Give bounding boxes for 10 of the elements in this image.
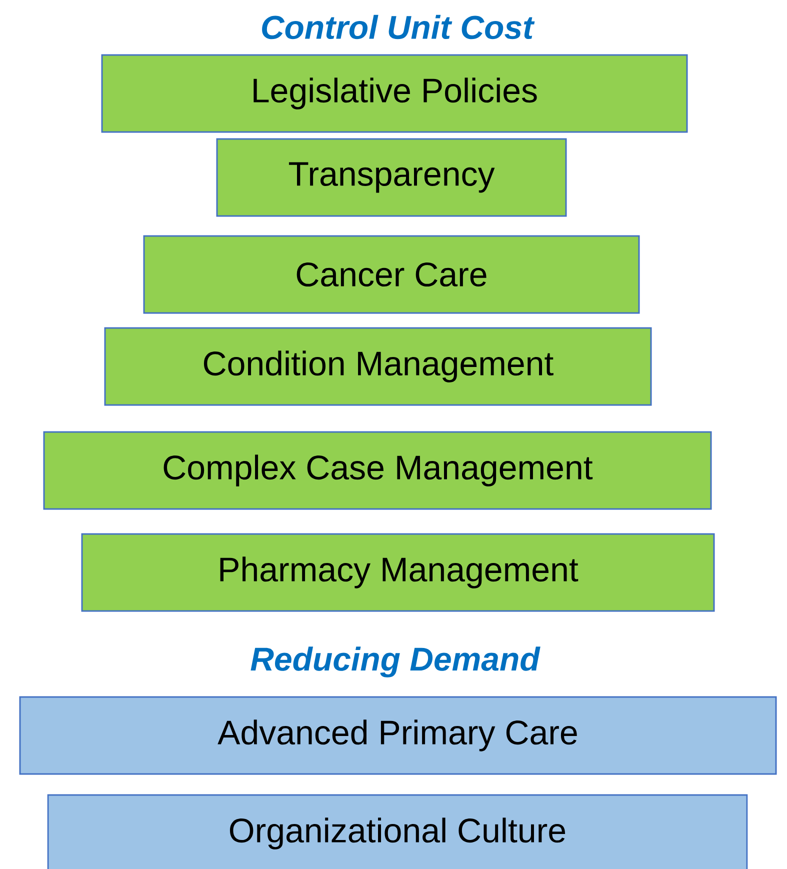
text-box: Cancer Care [143,235,640,314]
text-box: Organizational Culture [47,794,748,869]
section-heading: Control Unit Cost [262,14,535,40]
text-box: Transparency [216,138,567,217]
text-box: Legislative Policies [101,54,688,133]
text-box: Condition Management [104,327,652,406]
text-box: Advanced Primary Care [19,696,777,775]
text-box: Pharmacy Management [81,533,715,612]
section-heading: Reducing Demand [250,646,540,678]
text-box: Complex Case Management [43,431,712,510]
